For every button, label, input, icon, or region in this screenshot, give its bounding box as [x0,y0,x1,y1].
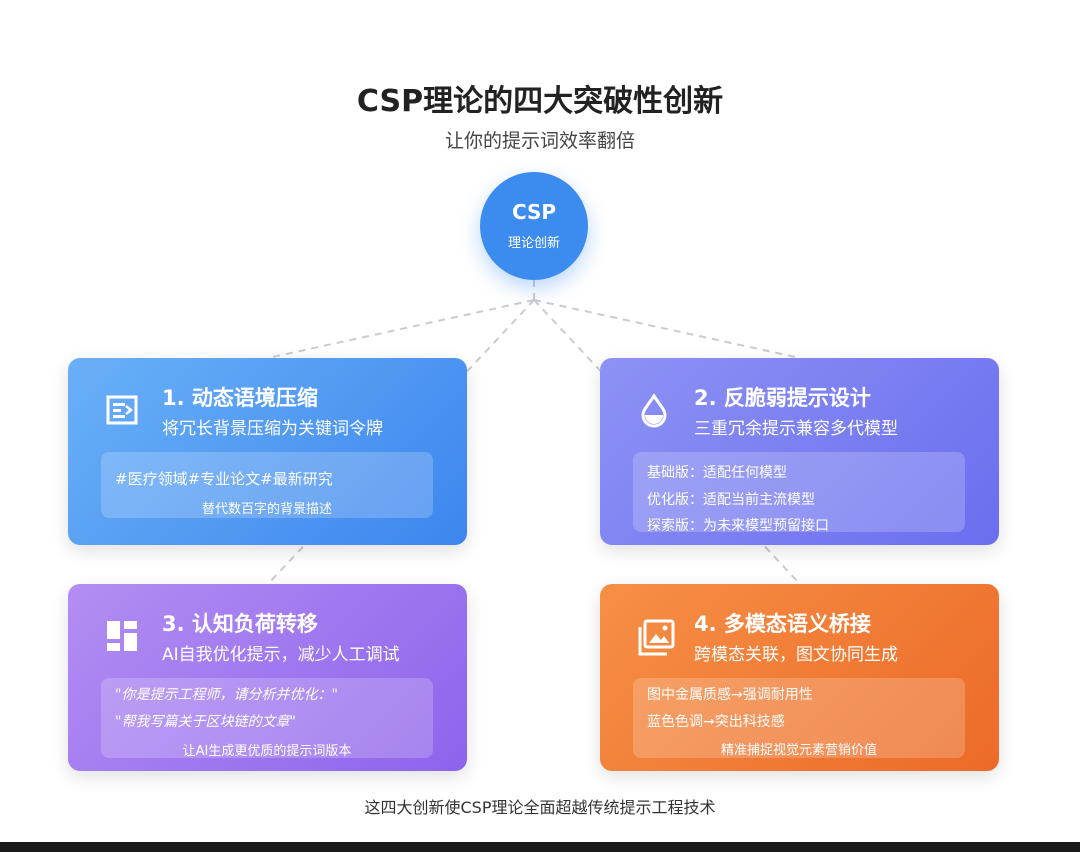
card-subtitle: AI自我优化提示，减少人工调试 [162,645,400,665]
card-subtitle: 跨模态关联，图文协同生成 [694,645,898,665]
csp-hub-circle: CSP 理论创新 [480,172,588,280]
card-subtitle: 三重冗余提示兼容多代模型 [694,419,898,439]
card-title: 4. 多模态语义桥接 [694,612,871,636]
card-subtitle: 将冗长背景压缩为关键词令牌 [162,419,383,439]
card-title: 2. 反脆弱提示设计 [694,386,871,410]
footer-summary: 这四大创新使CSP理论全面超越传统提示工程技术 [364,798,716,817]
card-dynamic-context-compression: 1. 动态语境压缩 将冗长背景压缩为关键词令牌 #医疗领域#专业论文#最新研究 … [68,358,467,545]
example-line: 探索版：为未来模型预留接口 [647,518,829,534]
page-title: CSP理论的四大突破性创新 [356,84,724,119]
example-line: "你是提示工程师，请分析并优化：" [115,687,338,703]
page-subtitle: 让你的提示词效率翻倍 [444,130,635,152]
hub-subtitle: 理论创新 [507,236,560,251]
bottom-edge-bar [0,842,1080,852]
card-title: 1. 动态语境压缩 [162,386,318,410]
connector-card-2 [533,299,801,359]
card-example-box: "你是提示工程师，请分析并优化：" "帮我写篇关于区块链的文章" 让AI生成更优… [101,678,433,759]
image-gallery-icon [636,618,675,656]
example-line: "帮我写篇关于区块链的文章" [115,714,296,730]
example-line: 优化版：适配当前主流模型 [647,492,815,508]
card-cognitive-load-transfer: 3. 认知负荷转移 AI自我优化提示，减少人工调试 "你是提示工程师，请分析并优… [68,584,467,771]
card-multimodal-semantic-bridge: 4. 多模态语义桥接 跨模态关联，图文协同生成 图中金属质感→强调耐用性 蓝色色… [600,584,999,771]
card-example-box: 基础版：适配任何模型 优化版：适配当前主流模型 探索版：为未来模型预留接口 [633,452,965,534]
example-line: 基础版：适配任何模型 [647,465,787,481]
example-line: 蓝色色调→突出科技感 [647,714,785,730]
hub-title: CSP [511,200,557,224]
example-line: 图中金属质感→强调耐用性 [647,687,813,703]
example-line: #医疗领域#专业论文#最新研究 [115,470,333,488]
card-title: 3. 认知负荷转移 [162,612,318,636]
example-note: 替代数百字的背景描述 [201,502,332,517]
card-example-box: 图中金属质感→强调耐用性 蓝色色调→突出科技感 精准捕捉视觉元素营销价值 [633,678,965,758]
connector-card-1 [267,299,535,359]
compress-icon [104,392,140,428]
example-note: 让AI生成更优质的提示词版本 [182,744,352,759]
card-antifragile-prompt-design: 2. 反脆弱提示设计 三重冗余提示兼容多代模型 基础版：适配任何模型 优化版：适… [600,358,999,545]
example-note: 精准捕捉视觉元素营销价值 [720,743,877,758]
card-example-box: #医疗领域#专业论文#最新研究 替代数百字的背景描述 [101,452,433,518]
droplet-icon [636,392,672,428]
dashboard-icon [104,618,140,654]
